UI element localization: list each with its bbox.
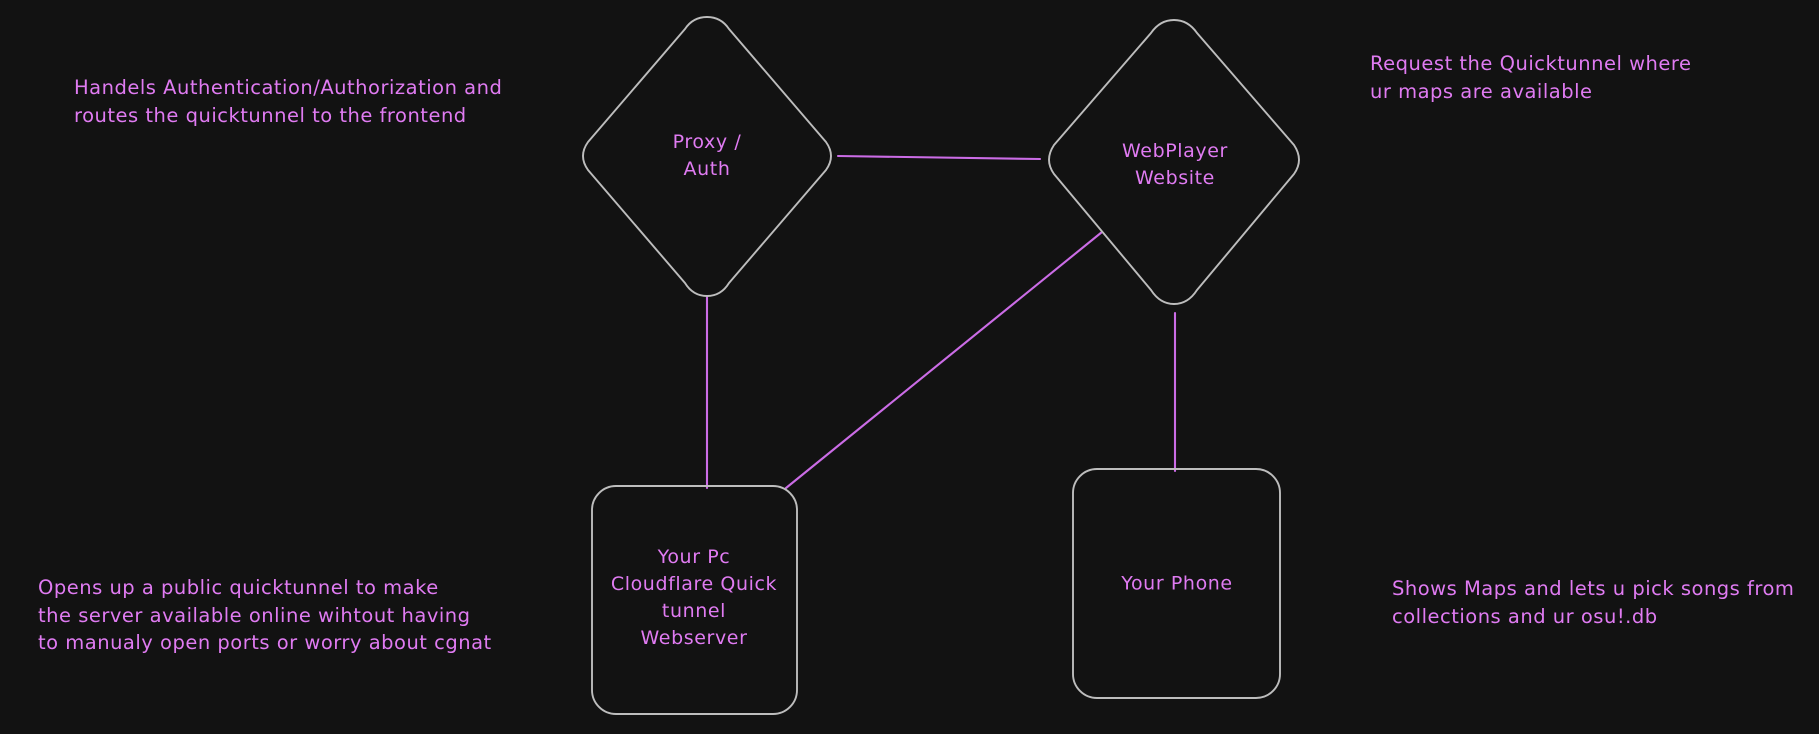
node-shape-your-phone[interactable] — [1072, 468, 1281, 699]
edge-proxy-to-webplayer[interactable] — [836, 154, 1042, 161]
node-shape-proxy-auth[interactable] — [582, 16, 832, 297]
annotation-webplayer-note: Request the Quicktunnel where ur maps ar… — [1370, 52, 1692, 103]
annotation-your-phone-note: Shows Maps and lets u pick songs from co… — [1392, 577, 1795, 628]
annotation-your-pc-note: Opens up a public quicktunnel to make th… — [38, 576, 492, 654]
edge-webplayer-to-your-pc[interactable] — [784, 230, 1104, 490]
node-shape-group — [582, 16, 1300, 715]
node-shape-webplayer-website[interactable] — [1048, 19, 1300, 305]
node-shape-your-pc[interactable] — [591, 485, 798, 715]
edge-group — [705, 154, 1177, 490]
annotation-proxy-note: Handels Authentication/Authorization and… — [74, 76, 503, 127]
